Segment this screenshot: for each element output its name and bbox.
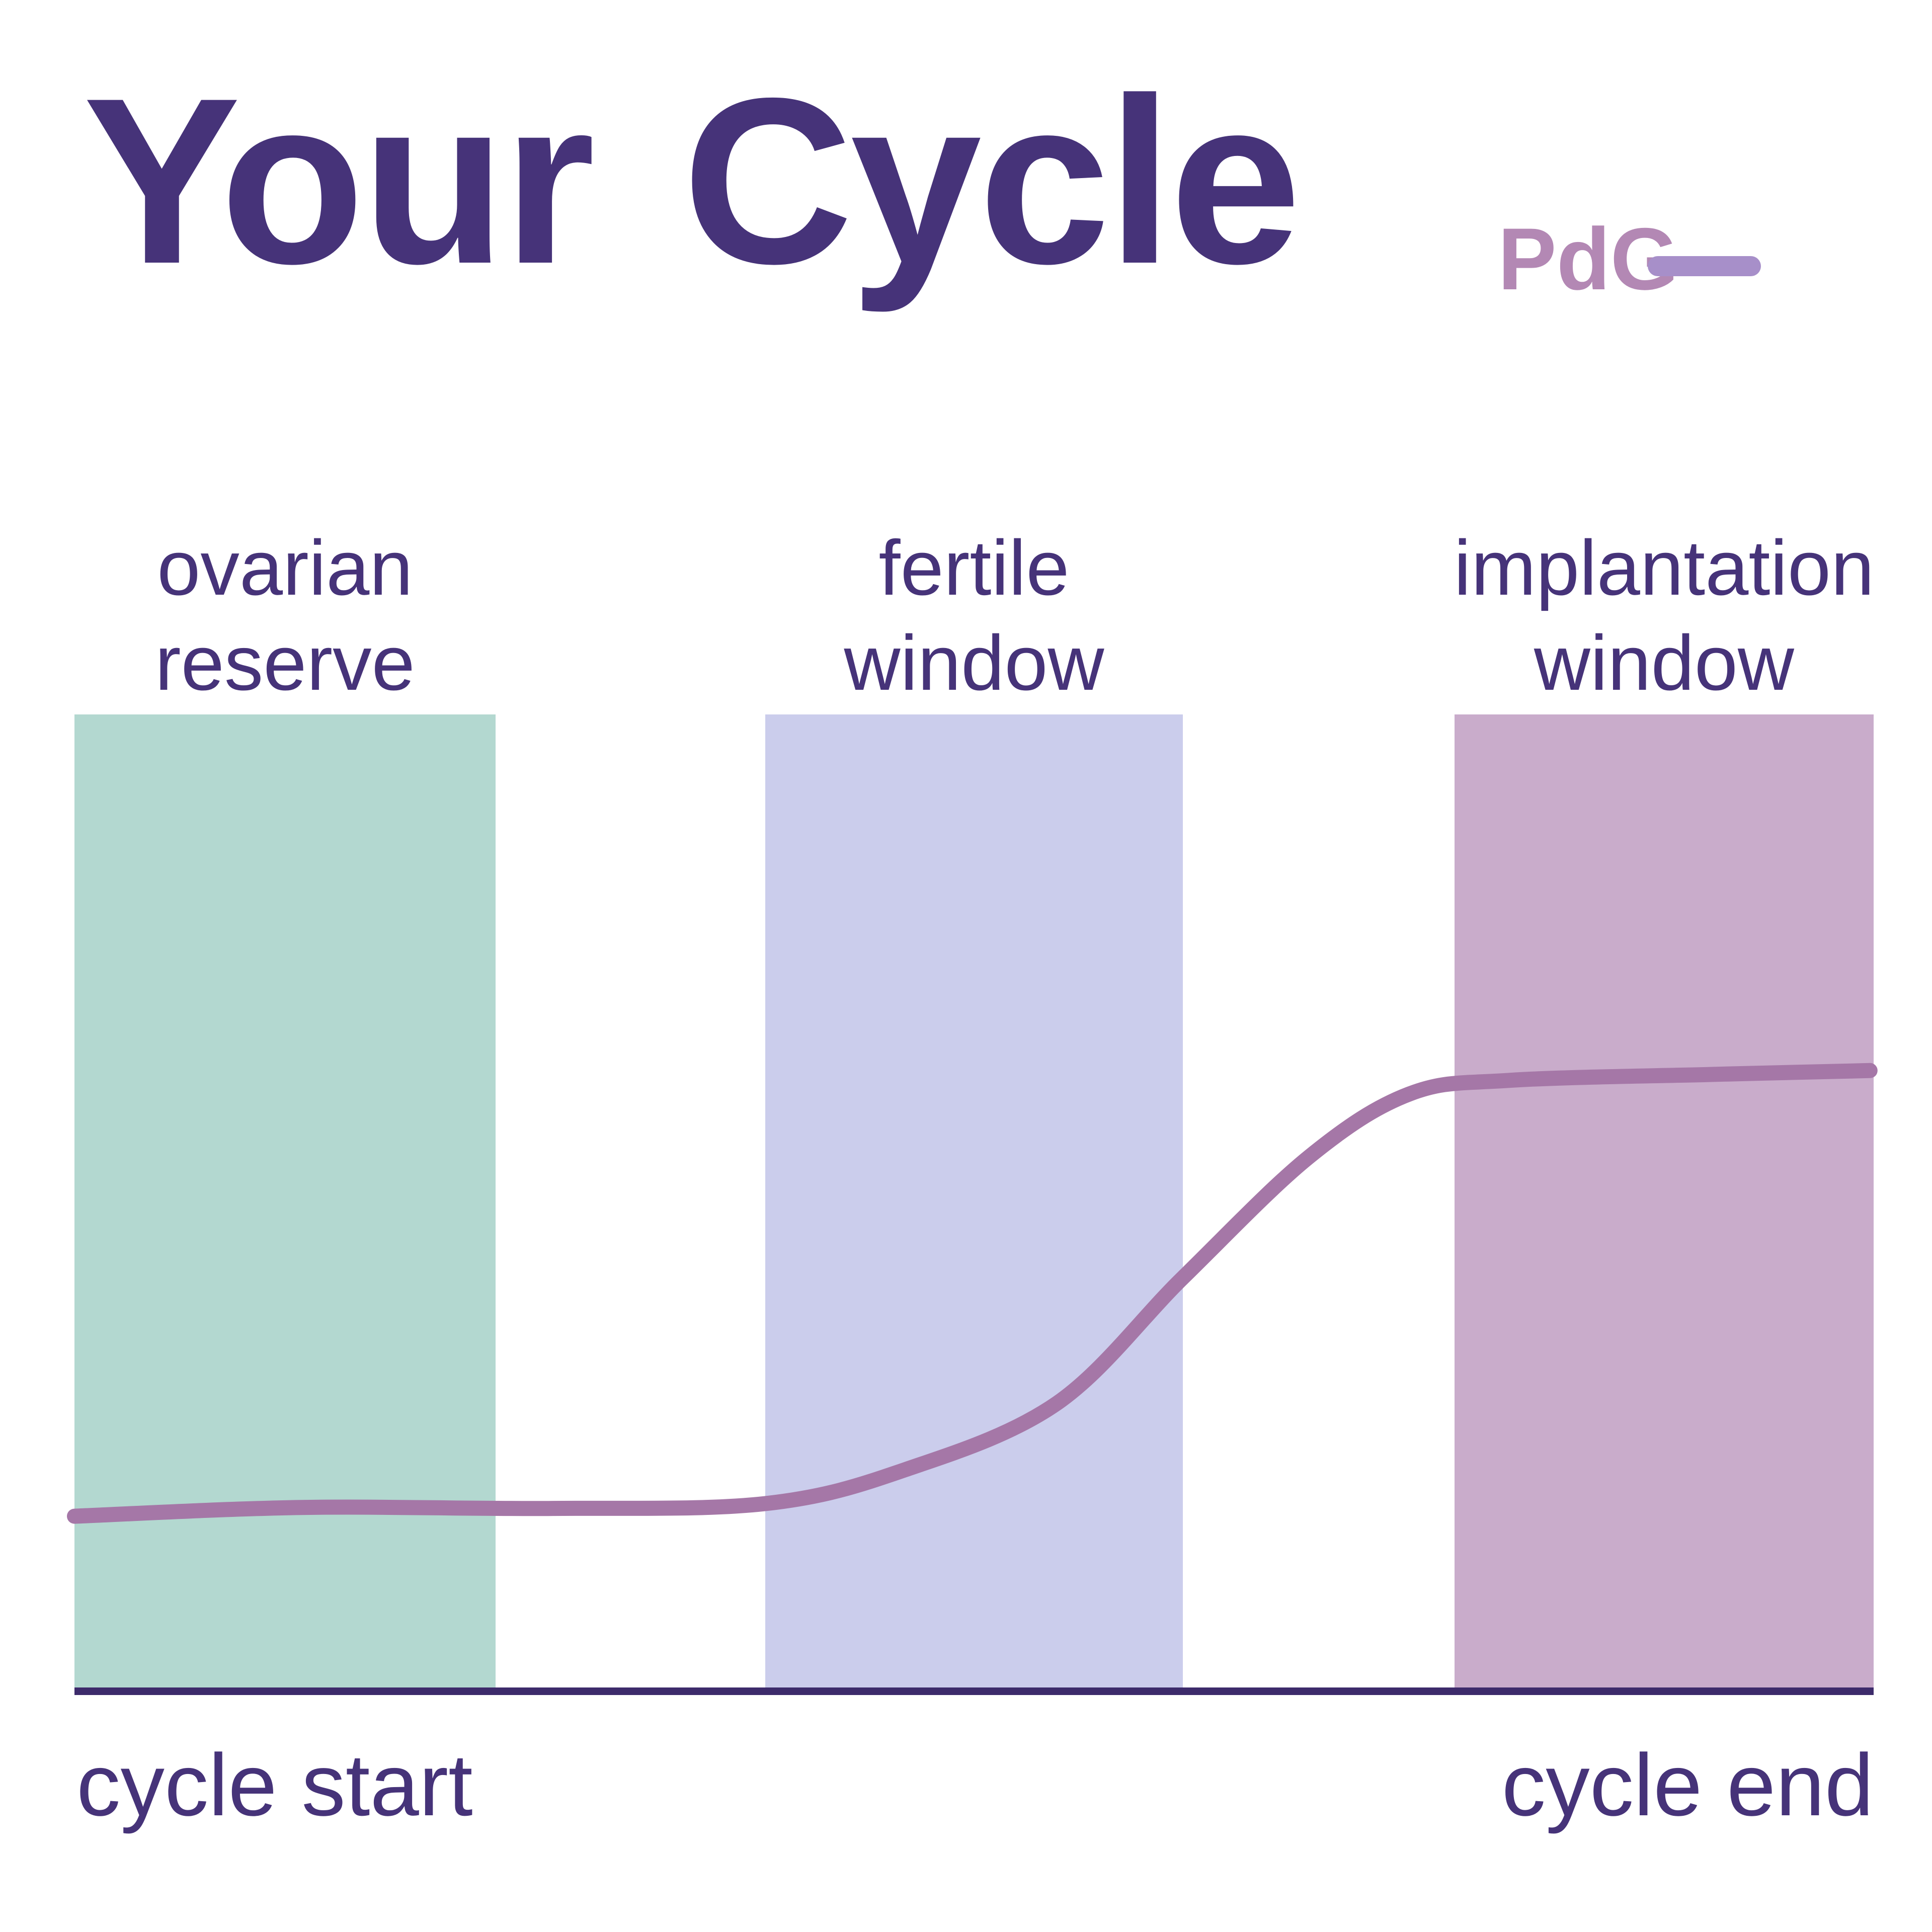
page-title: Your Cycle xyxy=(83,49,1301,313)
x-axis-line xyxy=(74,1687,1874,1695)
legend-series-label: PdG xyxy=(1498,210,1679,308)
x-axis-label-cycle-start: cycle start xyxy=(76,1736,473,1834)
band-label: ovarian reserve xyxy=(154,524,415,707)
x-axis-label-cycle-end: cycle end xyxy=(1501,1736,1874,1834)
band-implantation-window xyxy=(1454,714,1874,1687)
band-fertile-window xyxy=(765,714,1183,1687)
band-label: implantation window xyxy=(1454,524,1875,707)
pdg-line-swatch xyxy=(1648,256,1761,276)
band-ovarian-reserve xyxy=(74,714,496,1687)
band-label: fertile window xyxy=(844,524,1104,707)
